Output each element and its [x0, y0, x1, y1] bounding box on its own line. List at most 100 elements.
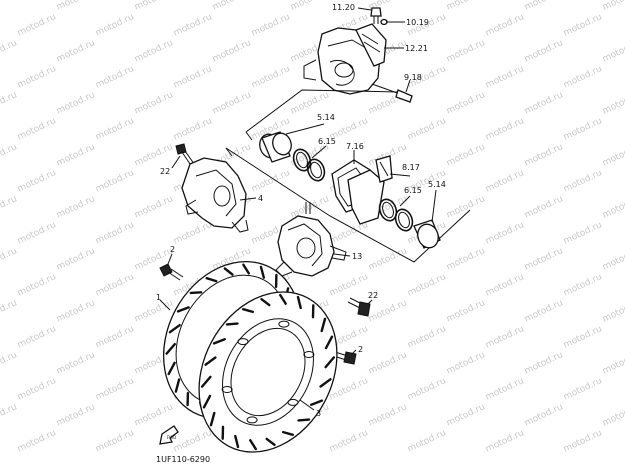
watermark-text: motod.ru	[445, 0, 487, 13]
watermark-text: motod.ru	[94, 168, 136, 195]
watermark-text: motod.ru	[0, 90, 19, 117]
watermark-text: motod.ru	[523, 246, 565, 273]
watermark-text: motod.ru	[523, 402, 565, 429]
watermark-text: motod.ru	[133, 38, 175, 65]
watermark-text: motod.ru	[562, 64, 604, 91]
watermark-text: motod.ru	[445, 246, 487, 273]
watermark-text: motod.ru	[562, 116, 604, 143]
disc-bolt-upper	[159, 263, 184, 281]
watermark-text: motod.ru	[55, 0, 97, 13]
watermark-text: motod.ru	[250, 64, 292, 91]
watermark-text: motod.ru	[94, 272, 136, 299]
seal-right	[378, 198, 414, 232]
callout-6-15-right: 6.15	[404, 186, 422, 195]
callout-2-lower: 2	[358, 345, 363, 354]
watermark-text: motod.ru	[367, 350, 409, 377]
watermark-text: motod.ru	[562, 220, 604, 247]
watermark-text: motod.ru	[523, 0, 565, 13]
piston-left	[259, 131, 292, 163]
disc-slot	[204, 356, 217, 366]
svg-text:FWD: FWD	[167, 435, 176, 440]
brake-pad-right	[347, 169, 385, 225]
disc-slot	[241, 308, 255, 314]
callout-8-17: 8.17	[402, 163, 420, 172]
watermark-text: motod.ru	[523, 298, 565, 325]
disc-slot	[279, 293, 287, 305]
watermark-text: motod.ru	[94, 12, 136, 39]
disc-slot	[310, 399, 324, 406]
callout-10-19: 10.19	[406, 18, 429, 27]
disc-slot	[223, 267, 234, 276]
callout-13: 13	[352, 252, 362, 261]
watermark-text: motod.ru	[211, 0, 253, 13]
watermark-text: motod.ru	[367, 298, 409, 325]
watermark-text: motod.ru	[562, 428, 604, 455]
diagram-code: 1UF110-6290	[156, 455, 210, 464]
disc-slot	[282, 430, 294, 436]
watermark-text: motod.ru	[562, 12, 604, 39]
disc-slot	[174, 378, 181, 393]
watermark-text: motod.ru	[16, 324, 58, 351]
watermark-text: motod.ru	[55, 350, 97, 377]
watermark-text: motod.ru	[562, 324, 604, 351]
watermark-text: motod.ru	[445, 90, 487, 117]
watermark-text: motod.ru	[601, 0, 625, 13]
disc-slot	[225, 322, 239, 326]
seal-left	[292, 148, 326, 182]
watermark-text: motod.ru	[0, 0, 19, 13]
watermark-text: motod.ru	[211, 90, 253, 117]
watermark-text: motod.ru	[16, 376, 58, 403]
callout-5-14-right: 5.14	[428, 180, 446, 189]
watermark-text: motod.ru	[445, 194, 487, 221]
watermark-text: motod.ru	[484, 324, 526, 351]
disc-slot	[168, 324, 181, 334]
watermark-text: motod.ru	[445, 142, 487, 169]
callout-12-21: 12.21	[405, 44, 428, 53]
watermark-text: motod.ru	[406, 324, 448, 351]
pad-spring	[375, 155, 393, 183]
callout-4: 4	[258, 194, 263, 203]
callout-3: 3	[316, 409, 321, 418]
watermark-text: motod.ru	[0, 298, 19, 325]
disc-slot	[209, 411, 216, 427]
watermark-text: motod.ru	[133, 90, 175, 117]
watermark-text: motod.ru	[16, 116, 58, 143]
callout-11-20: 11.20	[332, 3, 355, 12]
watermark-text: motod.ru	[367, 402, 409, 429]
watermark-text: motod.ru	[0, 142, 19, 169]
watermark-text: motod.ru	[55, 38, 97, 65]
watermark-text: motod.ru	[55, 298, 97, 325]
watermark-text: motod.ru	[601, 246, 625, 273]
watermark-text: motod.ru	[484, 220, 526, 247]
disc-slot	[202, 394, 212, 409]
right-caliper	[275, 215, 347, 277]
disc-slot	[165, 342, 177, 355]
callout-7-16: 7.16	[346, 142, 364, 151]
watermark-text: motod.ru	[55, 90, 97, 117]
watermark-text: motod.ru	[16, 12, 58, 39]
watermark-text: motod.ru	[55, 142, 97, 169]
callout-9-18: 9.18	[404, 73, 422, 82]
piston-right	[413, 219, 441, 249]
disc-slot	[296, 295, 302, 310]
disc-slot	[324, 356, 336, 369]
piston-kit-bracket	[225, 89, 471, 263]
watermark-text: motod.ru	[601, 142, 625, 169]
disc-slot	[324, 335, 334, 350]
watermark-text: motod.ru	[133, 298, 175, 325]
watermark-text: motod.ru	[16, 220, 58, 247]
disc-hole	[221, 386, 233, 393]
watermark-text: motod.ru	[0, 246, 19, 273]
watermark-text: motod.ru	[250, 168, 292, 195]
disc-slot	[167, 361, 176, 376]
watermark-text: motod.ru	[601, 194, 625, 221]
watermark-text: motod.ru	[523, 38, 565, 65]
disc-slot	[234, 434, 240, 449]
watermark-text: motod.ru	[328, 428, 370, 455]
watermark-text: motod.ru	[367, 246, 409, 273]
watermark-text: motod.ru	[16, 168, 58, 195]
watermark-text: motod.ru	[55, 194, 97, 221]
watermark-text: motod.ru	[562, 272, 604, 299]
watermark-text: motod.ru	[289, 0, 331, 13]
